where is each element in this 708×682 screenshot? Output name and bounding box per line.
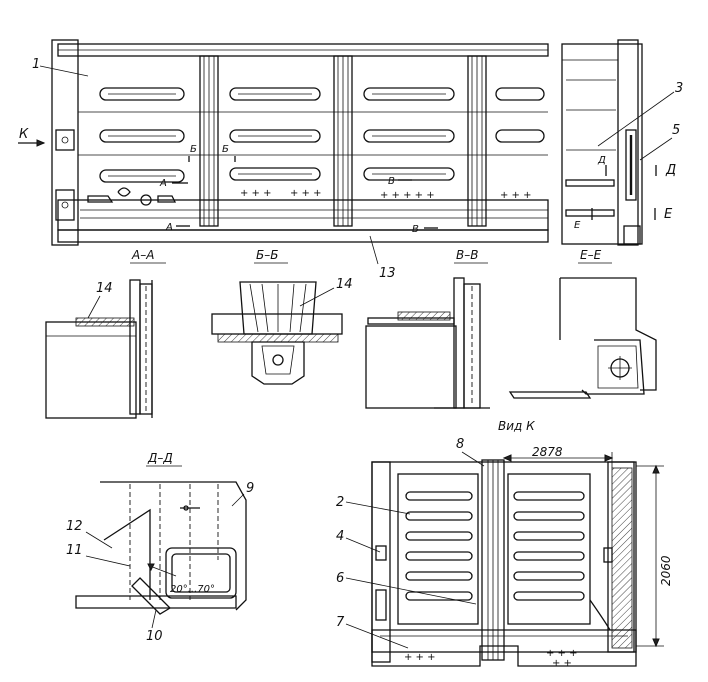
section-mark-d-right: Д (665, 163, 676, 178)
callout-11: 11 (66, 543, 83, 558)
callout-1: 1 (32, 57, 40, 72)
section-mark-a-top: А (159, 178, 167, 189)
section-mark-v-top: В (388, 176, 395, 187)
title-v-v: В–В (456, 248, 478, 262)
section-mark-b-right: Б (222, 144, 229, 155)
main-elevation-view: + + + + + + + + + + + + + + (51, 39, 643, 246)
view-k: Вид К + (371, 419, 664, 669)
callout-3: 3 (675, 81, 683, 96)
callout-8: 8 (456, 437, 464, 452)
section-v-v: В–В (365, 248, 490, 409)
post-2 (333, 55, 353, 227)
title-a-a: А–А (131, 248, 154, 262)
svg-text:+ +: + + (552, 658, 572, 669)
dimension-width: 2878 (532, 445, 563, 459)
callout-5: 5 (672, 123, 680, 138)
rivets: + + + + + + + + + + + + + + (240, 188, 532, 201)
title-e-e: Е–Е (580, 248, 602, 262)
section-mark-a-bottom: А (165, 222, 173, 233)
title-b-b: Б–Б (256, 248, 278, 262)
callout-10: 10 (146, 629, 163, 644)
callout-13: 13 (379, 266, 396, 281)
callout-6: 6 (336, 571, 344, 586)
section-d-d: Д–Д (75, 451, 247, 615)
view-k-ribs (405, 491, 585, 601)
callout-14-b: 14 (336, 277, 353, 292)
section-e-e: Е–Е (508, 248, 657, 399)
svg-text:+ + +: + + + (546, 648, 578, 659)
svg-text:+ + +: + + + (404, 652, 436, 663)
callout-7: 7 (336, 615, 345, 630)
section-mark-d-left: Д (597, 155, 606, 166)
section-a-a: А–А (45, 248, 166, 419)
callout-2: 2 (336, 495, 344, 510)
section-mark-e-left: Е (574, 220, 581, 231)
section-mark-e-right: Е (664, 207, 673, 222)
callout-9: 9 (246, 481, 254, 496)
title-d-d: Д–Д (147, 451, 173, 465)
title-view-k: Вид К (498, 419, 535, 433)
post-3 (467, 55, 487, 227)
callout-12: 12 (66, 519, 83, 534)
dimension-height: 2060 (659, 555, 673, 586)
stiffening-ribs (99, 87, 545, 183)
svg-text:+ + +: + + + (500, 190, 532, 201)
svg-text:+ + +: + + + (240, 188, 272, 199)
angle-dimension: 20°...70° (170, 584, 215, 595)
view-k-marker: К (19, 127, 29, 142)
section-b-b: Б–Б (211, 248, 343, 385)
callout-4: 4 (336, 529, 344, 544)
section-mark-v-bottom: В (412, 224, 419, 235)
svg-text:+ + +: + + + (290, 188, 322, 199)
callout-14-a: 14 (96, 281, 113, 296)
post-1 (199, 55, 219, 227)
svg-text:+ + + + +: + + + + + (380, 190, 435, 201)
section-mark-b-left: Б (190, 144, 197, 155)
